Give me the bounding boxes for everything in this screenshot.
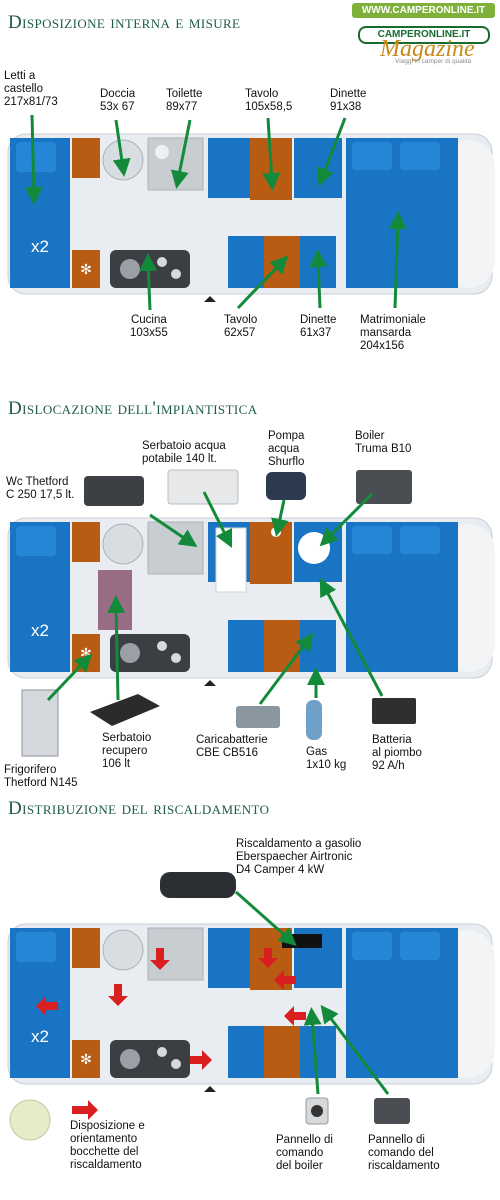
label-boiler-panel: Pannello di comando del boiler xyxy=(276,1134,333,1172)
campeonline-url-logo: WWW.CAMPERONLINE.IT xyxy=(352,3,495,18)
label-grey-tank: Serbatoio recupero 106 lt xyxy=(102,732,152,770)
charger-icon xyxy=(236,706,280,728)
heating-flow-arrows xyxy=(36,948,306,1070)
magazine-logo: Magazine xyxy=(380,36,475,62)
label-table-1: Tavolo 105x58,5 xyxy=(245,88,293,113)
magazine-tagline: Viaggi in camper di qualità xyxy=(395,58,472,65)
svg-text:✻: ✻ xyxy=(80,645,92,661)
pump-marker xyxy=(271,527,281,537)
heating-plan: ✻ xyxy=(7,872,495,1141)
layout-plan: ✻ xyxy=(7,114,495,311)
label-heating-panel: Pannello di comando del riscaldamento xyxy=(368,1134,440,1172)
label-charger: Caricabatterie CBE CB516 xyxy=(196,734,268,759)
heater-unit xyxy=(282,934,322,948)
label-toilet: Toilette 89x77 xyxy=(166,88,203,113)
gas-bottle-icon xyxy=(306,700,322,740)
campeonline-brand-logo: CAMPERONLINE.IT xyxy=(358,26,490,44)
fridge-cabinet xyxy=(72,250,100,288)
label-dinette-1: Dinette 91x38 xyxy=(330,88,367,113)
section-title-systems: Dislocazione dell'impiantistica xyxy=(8,398,258,419)
toilet-room xyxy=(147,137,204,191)
door-marker xyxy=(204,296,216,302)
label-fridge: Frigorifero Thetford N145 xyxy=(4,764,78,789)
water-tank-icon xyxy=(167,469,239,505)
label-gas: Gas 1x10 kg xyxy=(306,746,347,771)
fresh-water-tank xyxy=(215,527,247,593)
grey-tank-icon xyxy=(90,694,160,726)
label-fresh-water-tank: Serbatoio acqua potabile 140 lt. xyxy=(142,440,226,465)
label-wc: Wc Thetford C 250 17,5 lt. xyxy=(6,476,75,501)
section-title-heating: Distribuzione del riscaldamento xyxy=(8,798,270,819)
red-arrow-legend-icon xyxy=(72,1100,98,1120)
battery-icon xyxy=(372,698,416,724)
label-heater: Riscaldamento a gasolio Eberspaecher Air… xyxy=(236,838,362,876)
label-kitchen: Cucina 103x55 xyxy=(130,314,168,339)
bunk-x2-label: x2 xyxy=(31,237,49,256)
boiler-marker xyxy=(298,532,330,564)
wc-thetford-icon xyxy=(84,476,144,506)
bunk-x2-label: x2 xyxy=(31,621,49,640)
label-shower: Doccia 53x 67 xyxy=(100,88,136,113)
svg-text:✻: ✻ xyxy=(80,1051,92,1067)
pump-icon xyxy=(266,472,306,500)
fridge-icon xyxy=(21,689,59,757)
boiler-icon xyxy=(356,470,412,504)
systems-plan: ✻ xyxy=(7,469,495,757)
label-vents: Disposizione e orientamento bocchette de… xyxy=(70,1120,145,1171)
bunk-x2-label: x2 xyxy=(31,1027,49,1046)
label-dinette-2: Dinette 61x37 xyxy=(300,314,337,339)
label-boiler: Boiler Truma B10 xyxy=(355,430,412,455)
label-table-2: Tavolo 62x57 xyxy=(224,314,258,339)
section-title-layout: Disposizione interna e misure xyxy=(8,12,241,33)
label-pump: Pompa acqua Shurflo xyxy=(268,430,305,468)
wardrobe xyxy=(72,138,100,178)
heater-icon xyxy=(160,872,236,898)
heating-panel-icon xyxy=(374,1098,410,1124)
label-bunk-beds: Letti a castello 217x81/73 xyxy=(4,70,58,108)
vent-icon xyxy=(9,1099,51,1141)
svg-text:✻: ✻ xyxy=(80,261,92,277)
label-double-bed: Matrimoniale mansarda 204x156 xyxy=(360,314,426,352)
label-battery: Batteria al piombo 92 A/h xyxy=(372,734,422,772)
